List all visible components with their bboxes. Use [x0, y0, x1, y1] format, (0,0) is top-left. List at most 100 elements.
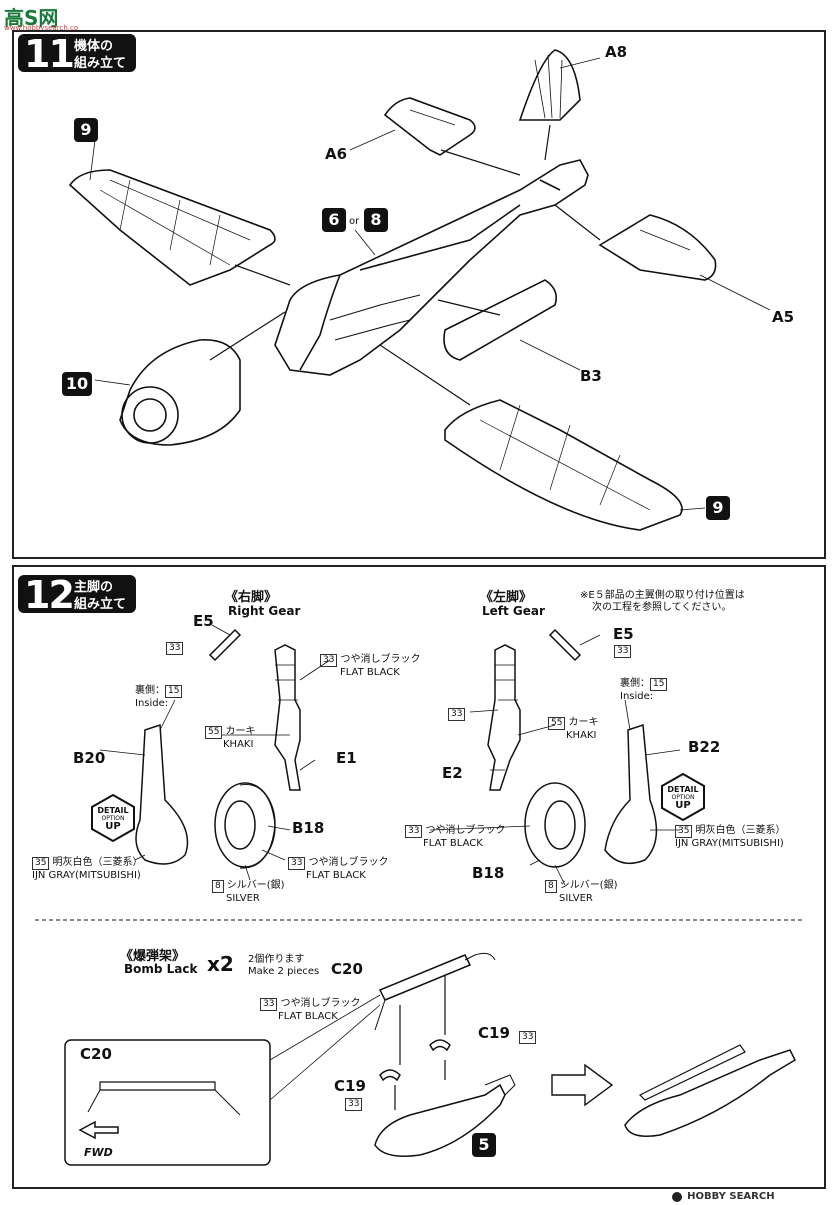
label-a6: A6: [325, 145, 348, 163]
right-khaki-en: KHAKI: [223, 739, 254, 750]
right-khaki-jp: カーキ: [225, 726, 256, 737]
right-e1-label: E1: [336, 749, 357, 767]
bomb-c19a-color: 33: [519, 1031, 539, 1044]
bomb-c19a-label: C19: [478, 1024, 510, 1042]
right-c55-num: 55: [205, 726, 223, 739]
bomb-make-en: Make 2 pieces: [248, 966, 320, 977]
part-badge-9-top: 9: [74, 118, 98, 142]
step12-title-line2: 組み立て: [74, 597, 127, 612]
left-c33a: 33: [614, 645, 634, 658]
label-b3: B3: [580, 367, 602, 385]
step12-number: 12: [24, 573, 75, 617]
bomb-title-jp: 《爆弾架》: [120, 949, 186, 964]
right-silver-en: SILVER: [226, 893, 260, 904]
left-c33b-num: 33: [448, 708, 466, 721]
left-ijn-en: IJN GRAY(MITSUBISHI): [675, 838, 784, 849]
left-c55-num: 55: [548, 717, 566, 730]
left-b22-label: B22: [688, 738, 721, 756]
bomb-c19a-color-num: 33: [519, 1031, 537, 1044]
left-c33a-num: 33: [614, 645, 632, 658]
step11-header: 11 機体の 組み立て: [18, 32, 136, 76]
left-gear-title-en: Left Gear: [482, 604, 545, 618]
bomb-make-jp: 2個作ります: [248, 954, 305, 965]
left-silver-jp: シルバー(銀): [559, 880, 618, 891]
watermark-text: 高S网: [4, 6, 59, 30]
or-text: or: [349, 216, 360, 227]
left-flat-black-jp: つや消しブラック: [425, 825, 506, 836]
hobbysearch-icon: [672, 1191, 682, 1202]
note-line2: 次の工程を参照してください。: [592, 602, 732, 613]
left-khaki-jp: カーキ: [568, 717, 599, 728]
left-inside-en: Inside:: [620, 691, 654, 702]
left-b18-label: B18: [472, 864, 505, 882]
part-badge-5: 5: [472, 1133, 496, 1157]
left-e2-label: E2: [442, 764, 463, 782]
watermark-url: www.hobbysearch.co: [4, 24, 79, 32]
bomb-title-en: Bomb Lack: [124, 962, 198, 976]
step12-title-line1: 主脚の: [74, 580, 114, 595]
detail-left-l1: DETAIL: [667, 785, 699, 794]
right-flat-black-jp: つや消しブラック: [340, 654, 421, 665]
right-inside-jp: 裏側：: [135, 685, 165, 696]
left-e5-label: E5: [613, 625, 634, 643]
right-c33a: 33: [166, 642, 186, 655]
left-c33b: 33: [448, 708, 468, 721]
detail-left-l2: OPTION: [671, 794, 695, 801]
right-flat-black-en: FLAT BLACK: [340, 667, 400, 678]
bomb-c20-label: C20: [331, 960, 363, 978]
inset-c20-label: C20: [80, 1045, 112, 1063]
step11-number: 11: [24, 32, 75, 76]
right-b20-label: B20: [73, 749, 106, 767]
part-badge-8: 8: [364, 208, 388, 232]
right-c33a-num: 33: [166, 642, 184, 655]
bomb-make: 2個作ります Make 2 pieces: [248, 954, 319, 978]
step11-title-line1: 機体の: [74, 39, 114, 54]
hobbysearch-logo: HOBBY SEARCH: [672, 1186, 775, 1205]
left-inside: 裏側：15 Inside:: [620, 678, 670, 703]
right-inside-en: Inside:: [135, 698, 169, 709]
left-flat-black-en: FLAT BLACK: [423, 838, 483, 849]
bomb-c19b-label: C19: [334, 1077, 366, 1095]
part-badge-9-bottom: 9: [706, 496, 730, 520]
detail-right-l1: DETAIL: [97, 806, 129, 815]
right-inside: 裏側：15 Inside:: [135, 685, 185, 710]
left-c8-num: 8: [545, 880, 557, 893]
detail-left-l3: UP: [675, 800, 691, 811]
bomb-flat-black-jp: つや消しブラック: [280, 998, 361, 1009]
right-ijn-en: IJN GRAY(MITSUBISHI): [32, 870, 141, 881]
left-ijn-jp: 明灰白色（三菱系）: [695, 825, 786, 836]
note-line1: ※E５部品の主翼側の取り付け位置は: [580, 590, 745, 601]
left-inside-jp: 裏側：: [620, 678, 650, 689]
watermark-logo: 高S网 www.hobbysearch.co: [4, 4, 84, 34]
left-c15-num: 15: [650, 678, 668, 691]
detail-up-badge-left: DETAIL OPTION UP: [658, 772, 708, 822]
fwd-label: FWD: [84, 1146, 113, 1159]
step12-title: 主脚の 組み立て: [74, 579, 126, 613]
bomb-c33-num: 33: [260, 998, 278, 1011]
detail-up-badge-right: DETAIL OPTION UP: [88, 793, 138, 843]
right-e5-label: E5: [193, 612, 214, 630]
footer-logo-text: HOBBY SEARCH: [687, 1191, 775, 1202]
bomb-flat-black-en: FLAT BLACK: [278, 1011, 338, 1022]
step11-panel: [12, 30, 826, 559]
right-gear-title-en: Right Gear: [228, 604, 301, 618]
left-khaki-en: KHAKI: [566, 730, 597, 741]
part-badge-10: 10: [62, 372, 92, 396]
bomb-c19b-color: 33: [345, 1098, 365, 1111]
right-flat-black2-en: FLAT BLACK: [306, 870, 366, 881]
right-c15-num: 15: [165, 685, 183, 698]
right-c33c-num: 33: [288, 857, 306, 870]
right-c33b-num: 33: [320, 654, 338, 667]
label-a8: A8: [605, 43, 628, 61]
bomb-c19b-color-num: 33: [345, 1098, 363, 1111]
